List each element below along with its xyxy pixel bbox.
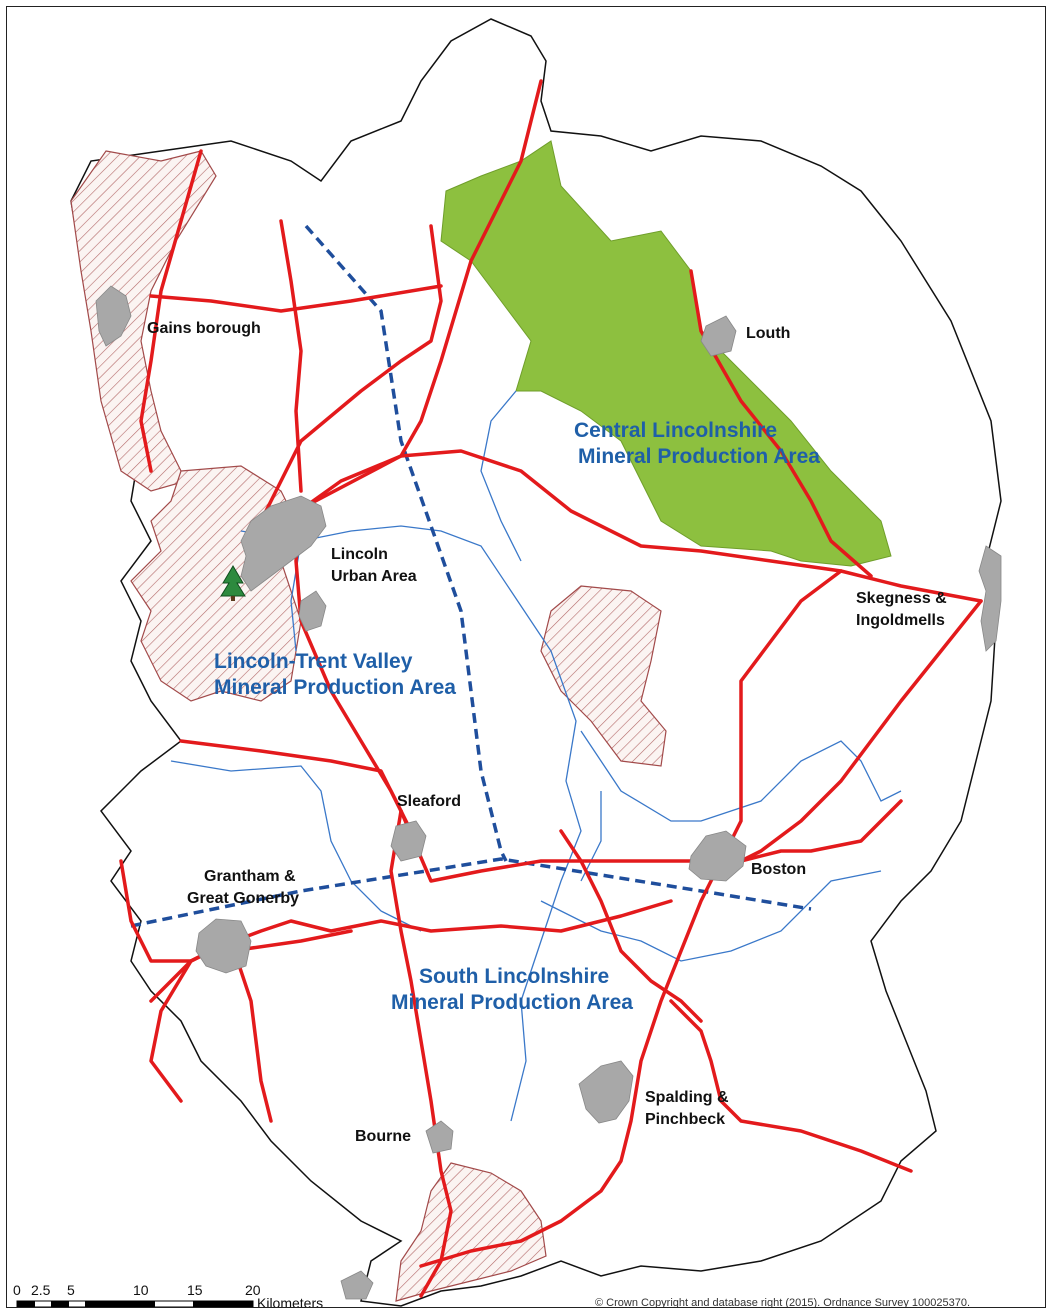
label-skegness-2: Ingoldmells	[856, 612, 945, 629]
urban-south	[340, 1270, 374, 1300]
label-central-mpa-1: Central Lincolnshire	[574, 419, 777, 442]
label-trent-mpa-2: Mineral Production Area	[214, 676, 456, 699]
urban-areas	[95, 285, 1002, 1300]
scale-tick-20: 20	[245, 1282, 261, 1298]
scale-bar: 0 2.5 5 10 15 20 Kilometers	[13, 1282, 323, 1308]
label-sleaford: Sleaford	[397, 793, 461, 810]
rivers	[170, 390, 902, 1122]
copyright-notice: © Crown Copyright and database right (20…	[595, 1297, 970, 1308]
map-frame: Gains borough Louth Lincoln Urban Area S…	[6, 6, 1046, 1308]
label-lincoln-2: Urban Area	[331, 568, 417, 585]
label-grantham-1: Grantham &	[204, 868, 296, 885]
label-grantham-2: Great Gonerby	[187, 890, 299, 907]
scale-tick-0: 0	[13, 1282, 21, 1298]
scale-unit: Kilometers	[257, 1295, 323, 1308]
urban-skegness	[978, 545, 1002, 652]
scale-tick-5: 5	[67, 1282, 75, 1298]
label-central-mpa-2: Mineral Production Area	[578, 445, 820, 468]
label-spalding-2: Pinchbeck	[645, 1111, 725, 1128]
hatched-area-gainsborough	[70, 150, 217, 492]
urban-bourne	[425, 1120, 454, 1154]
urban-lincoln-south	[298, 590, 327, 632]
urban-spalding	[578, 1060, 634, 1124]
urban-grantham	[195, 918, 252, 974]
scale-tick-10: 10	[133, 1282, 149, 1298]
scale-tick-2-5: 2.5	[31, 1282, 51, 1298]
urban-gainsborough	[95, 285, 132, 347]
label-south-mpa-2: Mineral Production Area	[391, 991, 633, 1014]
roads	[119, 79, 983, 1298]
label-lincoln-1: Lincoln	[331, 546, 388, 563]
label-bourne: Bourne	[355, 1128, 411, 1145]
urban-louth	[700, 315, 737, 357]
label-boston: Boston	[751, 861, 806, 878]
urban-boston	[688, 830, 747, 882]
hatched-area-central	[540, 585, 667, 767]
urban-lincoln	[240, 495, 327, 592]
tree-icon	[220, 565, 246, 601]
urban-sleaford	[390, 820, 427, 862]
mpa-boundaries	[130, 224, 812, 928]
hatched-area-south	[395, 1162, 547, 1302]
label-spalding-1: Spalding &	[645, 1089, 729, 1106]
label-skegness-1: Skegness &	[856, 590, 947, 607]
label-south-mpa-1: South Lincolnshire	[419, 965, 609, 988]
label-trent-mpa-1: Lincoln-Trent Valley	[214, 650, 413, 673]
lincolnshire-map[interactable]: Gains borough Louth Lincoln Urban Area S…	[7, 7, 1046, 1308]
scale-tick-15: 15	[187, 1282, 203, 1298]
label-louth: Louth	[746, 325, 790, 342]
label-gainsborough: Gains borough	[147, 320, 261, 337]
